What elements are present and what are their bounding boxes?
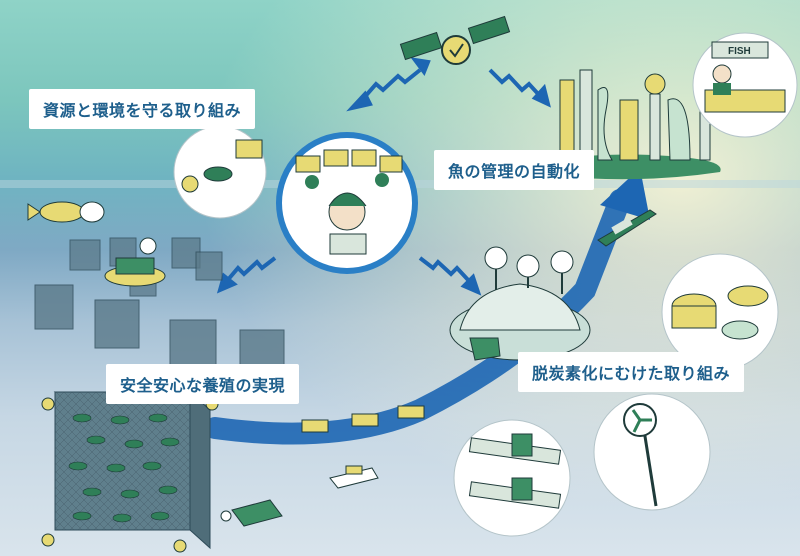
connector-center-left: [216, 256, 277, 294]
large-net-cage: [41, 390, 219, 553]
label-decarbonization: 脱炭素化にむけた取り組み: [518, 352, 745, 392]
shop-sign-text: FISH: [728, 46, 751, 57]
connector-center-right: [418, 256, 482, 296]
swimming-fish: [27, 201, 105, 223]
boat-convoy: [301, 405, 425, 489]
connector-satellite-left: [346, 57, 431, 112]
city-island: [545, 69, 721, 180]
shop-callout: [692, 32, 798, 138]
dome-platform: [449, 246, 591, 361]
cargo-ship: [597, 209, 657, 247]
satellite: [399, 15, 511, 65]
label-resources-environment: 資源と環境を守る取り組み: [29, 89, 256, 129]
label-safe-aquaculture: 安全安心な養殖の実現: [106, 364, 300, 404]
underwater-drone: [220, 499, 283, 527]
processing-callout: [453, 419, 571, 537]
feeding-platform: [104, 237, 166, 287]
feed-tins-callout: [661, 253, 779, 371]
connector-satellite-right: [488, 68, 551, 108]
resources-callout: [173, 125, 267, 219]
flow-arrowhead: [600, 168, 650, 220]
monitoring-callout: [276, 132, 418, 274]
wind-turbine-callout: [593, 393, 711, 511]
fish-pens-background: [34, 237, 285, 373]
label-fish-automation: 魚の管理の自動化: [434, 150, 595, 190]
